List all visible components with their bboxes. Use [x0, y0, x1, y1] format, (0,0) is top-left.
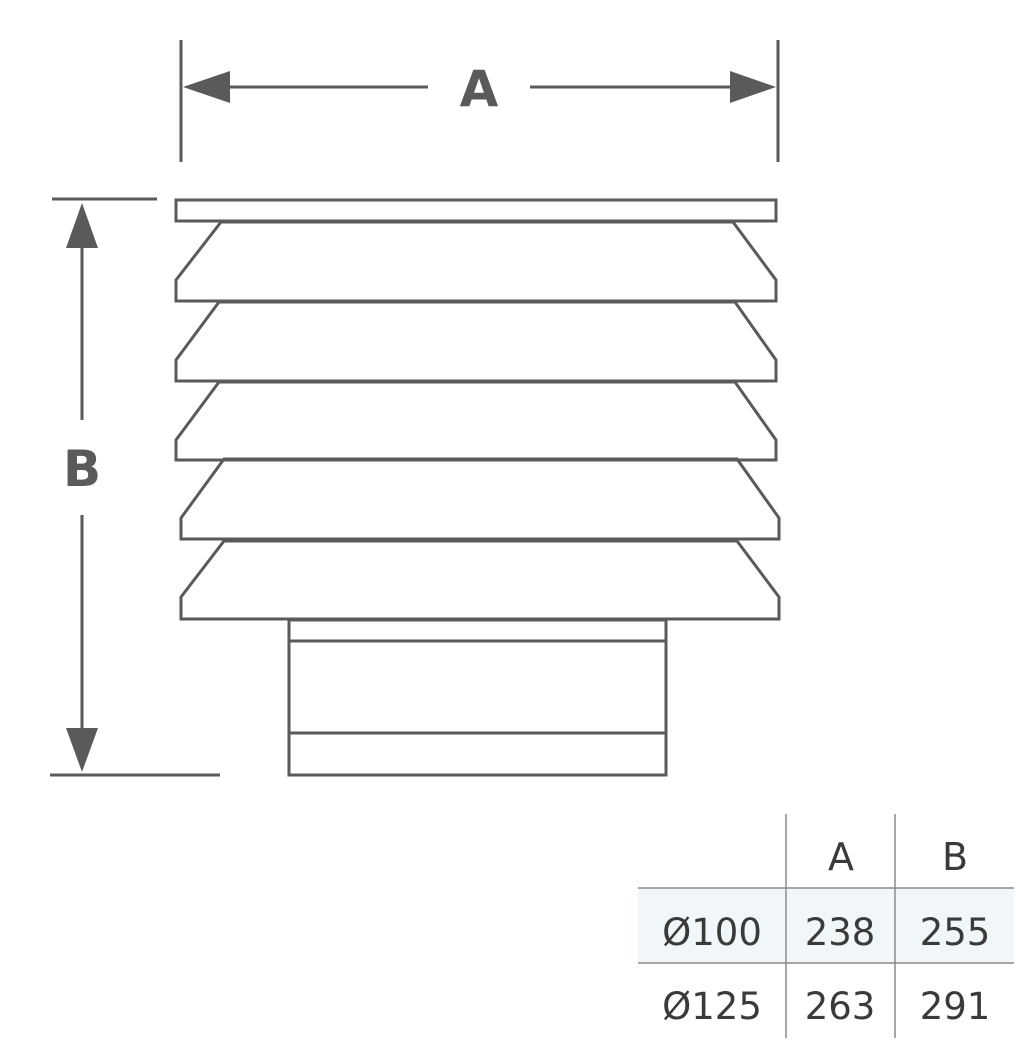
top-cap-plate	[174, 198, 778, 223]
louver-4	[179, 457, 781, 541]
dimension-b: B	[50, 197, 220, 777]
table-row-highlight	[638, 888, 1014, 963]
base-spigot	[287, 618, 668, 777]
table-cell-a: 238	[805, 911, 876, 954]
table-cell-size: Ø100	[662, 911, 762, 954]
table-cell-a: 263	[805, 985, 876, 1028]
louver-2	[174, 300, 778, 383]
louver-1	[174, 220, 778, 303]
dimension-b-bottom-arrow-icon	[66, 728, 98, 772]
louver-5	[179, 539, 781, 621]
dimension-b-label: B	[63, 440, 101, 498]
dimension-b-top-arrow-icon	[66, 203, 98, 248]
dimension-a-left-arrow-icon	[183, 71, 230, 103]
dimension-a: A	[179, 40, 780, 162]
table-header-a: A	[828, 835, 854, 879]
table-header-b: B	[942, 835, 968, 879]
louver-3	[174, 380, 778, 462]
dimensions-table: A B Ø100 238 255 Ø125 263 291	[638, 814, 1014, 1038]
table-cell-b: 291	[920, 985, 991, 1028]
dimension-a-label: A	[460, 60, 499, 118]
table-cell-b: 255	[920, 911, 991, 954]
cowl-body	[174, 198, 781, 777]
table-cell-size: Ø125	[662, 985, 762, 1028]
dimension-a-right-arrow-icon	[730, 71, 776, 103]
